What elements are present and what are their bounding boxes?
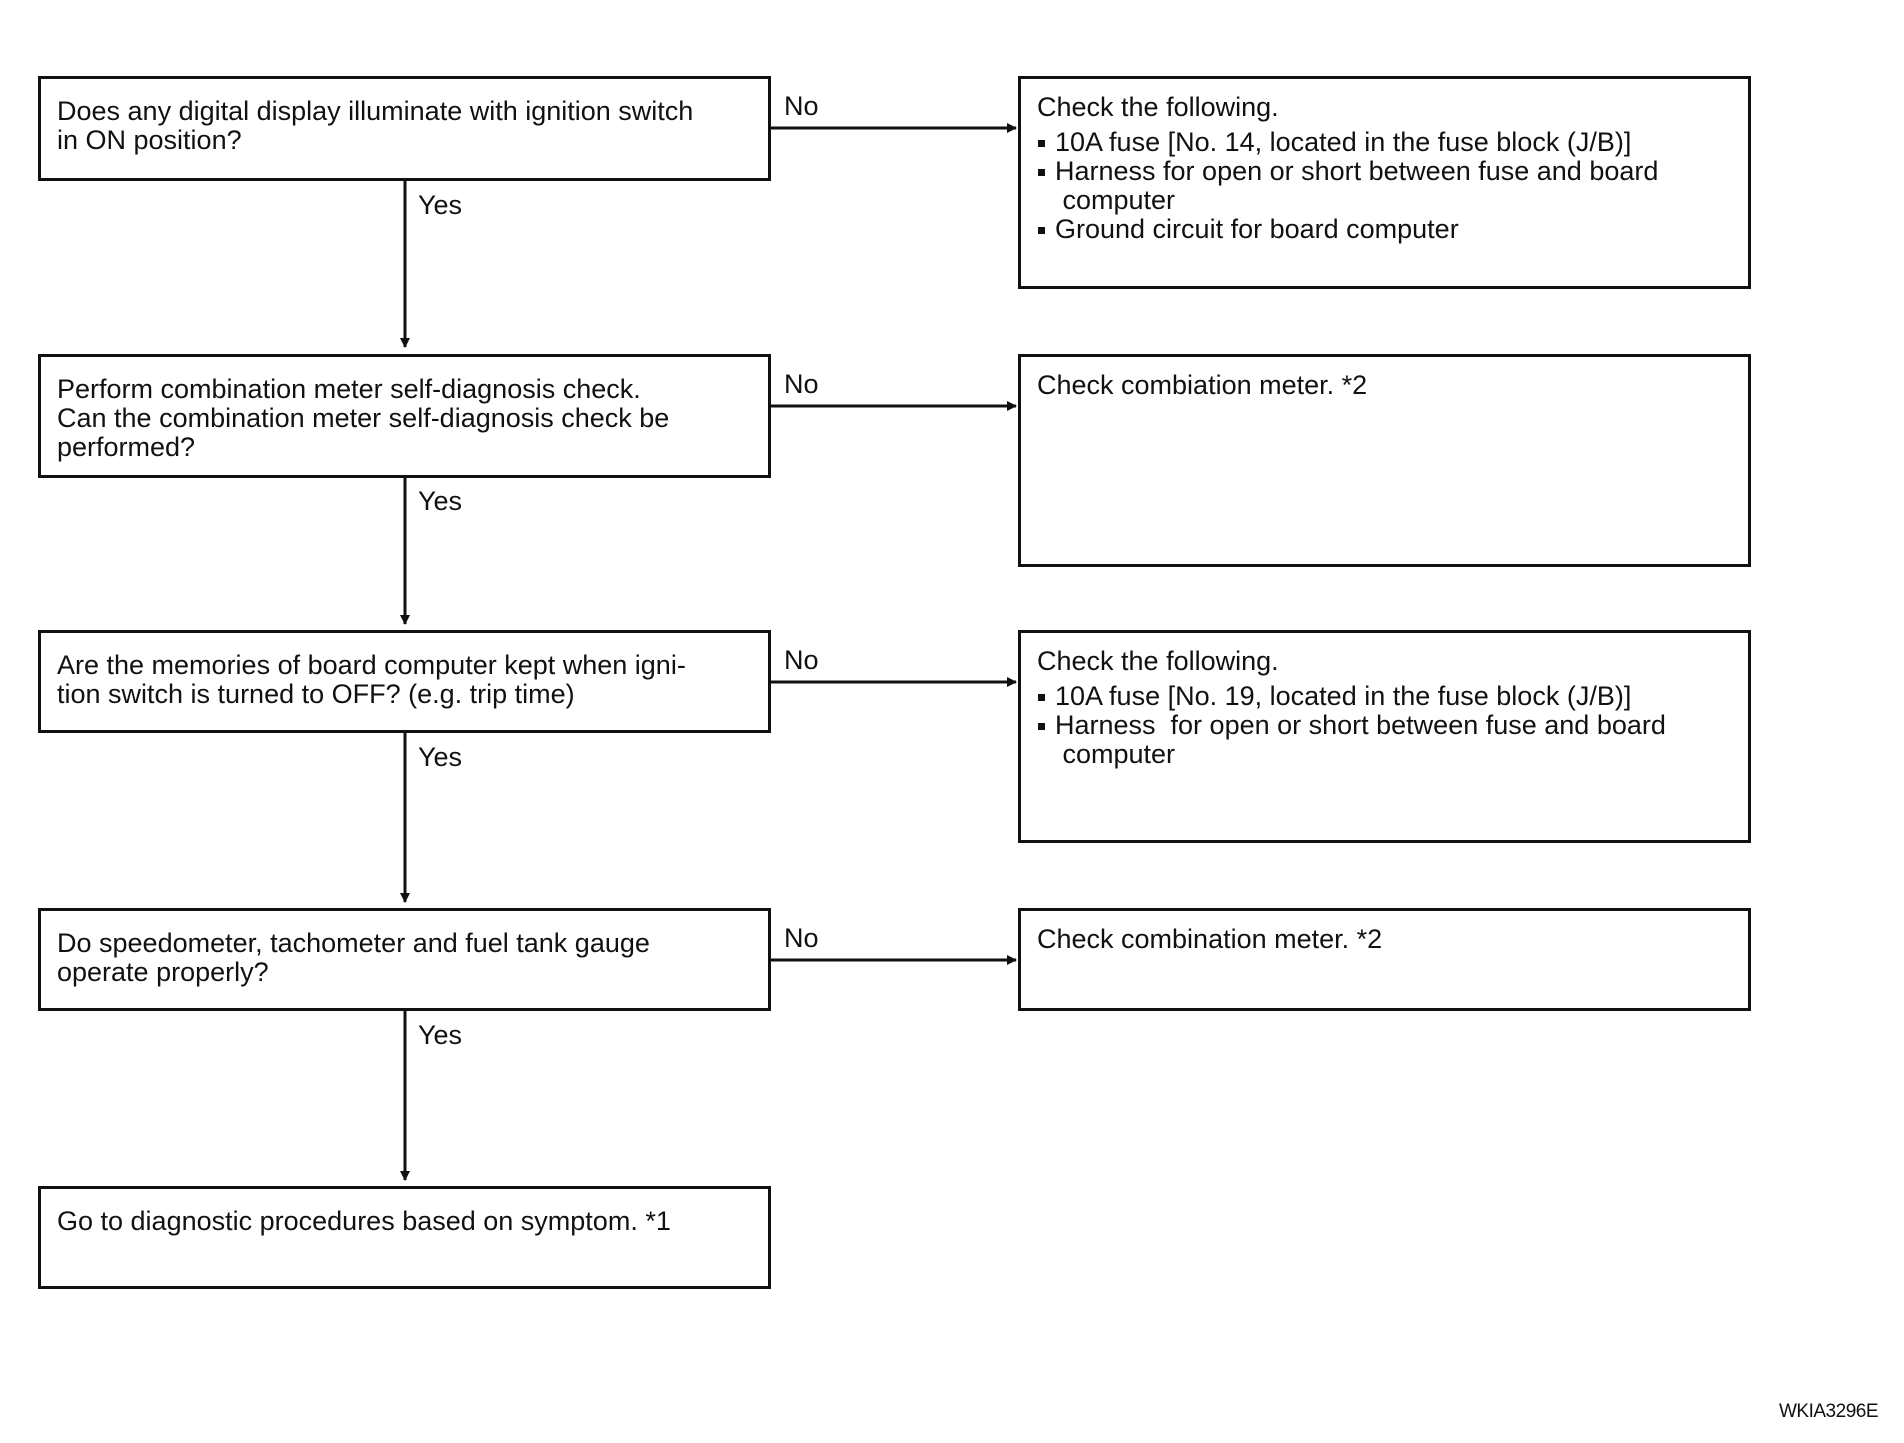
decision-box-3: Are the memories of board computer kept … [38,630,771,733]
action-1-item-3: Ground circuit for board computer [1037,215,1732,244]
no-label-3: No [784,645,819,675]
action-box-4: Check combination meter. *2 [1018,908,1751,1011]
decision-3-line-1: Are the memories of board computer kept … [57,650,686,680]
no-label-2: No [784,369,819,399]
action-1-list: 10A fuse [No. 14, located in the fuse bl… [1037,128,1732,244]
no-label-1: No [784,91,819,121]
action-4-heading: Check combination meter. *2 [1037,924,1383,954]
decision-2-line-3: performed? [57,432,196,462]
action-3-item-1: 10A fuse [No. 19, located in the fuse bl… [1037,682,1732,711]
decision-1-line-2: in ON position? [57,125,242,155]
action-box-2: Check combiation meter. *2 [1018,354,1751,567]
decision-4-line-1: Do speedometer, tachometer and fuel tank… [57,928,650,958]
decision-3-line-2: tion switch is turned to OFF? (e.g. trip… [57,679,575,709]
decision-1-line-1: Does any digital display illuminate with… [57,96,694,126]
action-3-list: 10A fuse [No. 19, located in the fuse bl… [1037,682,1732,769]
action-3-heading: Check the following. [1037,646,1279,676]
yes-label-3: Yes [418,742,463,772]
decision-box-2: Perform combination meter self-diagnosis… [38,354,771,478]
decision-2-line-1: Perform combination meter self-diagnosis… [57,374,641,404]
action-box-1: Check the following. 10A fuse [No. 14, l… [1018,76,1751,289]
action-1-heading: Check the following. [1037,92,1279,122]
yes-label-2: Yes [418,486,463,516]
yes-label-4: Yes [418,1020,463,1050]
action-3-item-2: Harness for open or short between fuse a… [1037,711,1732,769]
final-step-text: Go to diagnostic procedures based on sym… [57,1206,671,1236]
decision-box-1: Does any digital display illuminate with… [38,76,771,181]
action-2-heading: Check combiation meter. *2 [1037,370,1368,400]
yes-label-1: Yes [418,190,463,220]
decision-box-4: Do speedometer, tachometer and fuel tank… [38,908,771,1011]
final-step-box: Go to diagnostic procedures based on sym… [38,1186,771,1289]
decision-2-line-2: Can the combination meter self-diagnosis… [57,403,670,433]
action-box-3: Check the following. 10A fuse [No. 19, l… [1018,630,1751,843]
action-1-item-1: 10A fuse [No. 14, located in the fuse bl… [1037,128,1732,157]
decision-4-line-2: operate properly? [57,957,269,987]
no-label-4: No [784,923,819,953]
action-1-item-2: Harness for open or short between fuse a… [1037,157,1732,215]
document-code: WKIA3296E [1779,1401,1879,1422]
